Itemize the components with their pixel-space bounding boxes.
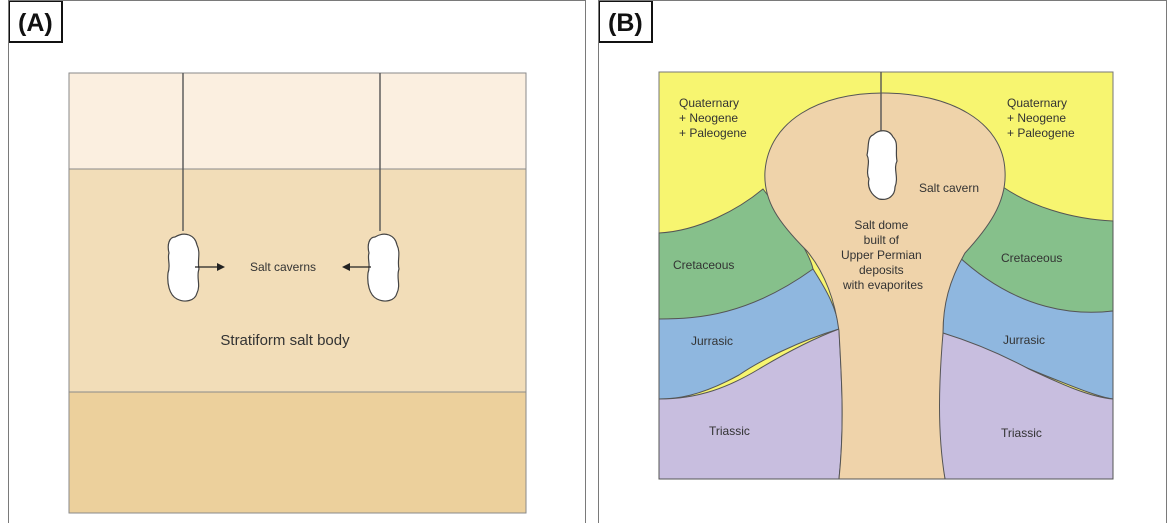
dome-label-line-1: Salt dome (854, 218, 908, 232)
triassic-left-label: Triassic (709, 424, 750, 438)
arrow-left-head (217, 263, 225, 271)
salt-dome-diagram: Salt cavern Salt dome built of Upper Per… (658, 71, 1114, 480)
jurassic-left-label: Jurrasic (691, 334, 733, 348)
dome-label-line-2: built of (864, 233, 900, 247)
dome-label: Salt dome built of Upper Permian deposit… (841, 218, 925, 292)
tertiary-left-label: Quaternary + Neogene + Paleogene (679, 96, 747, 140)
dome-label-line-4: deposits (859, 263, 904, 277)
panel-b-tag: (B) (599, 1, 653, 43)
overburden-layer (68, 72, 527, 170)
jurassic-right-label: Jurrasic (1003, 333, 1045, 347)
cavern-right (367, 233, 400, 302)
panel-a: Salt caverns Stratiform salt body (A) (8, 0, 586, 523)
tertiary-left-line-3: + Paleogene (679, 126, 747, 140)
cretaceous-right-label: Cretaceous (1001, 251, 1062, 265)
triassic-right-label: Triassic (1001, 426, 1042, 440)
panel-a-tag: (A) (9, 1, 63, 43)
tertiary-left-line-1: Quaternary (679, 96, 739, 110)
salt-caverns-label: Salt caverns (250, 260, 316, 274)
salt-layer (68, 168, 527, 393)
tertiary-right-line-1: Quaternary (1007, 96, 1067, 110)
tertiary-right-line-3: + Paleogene (1007, 126, 1075, 140)
stratiform-salt-body-label: Stratiform salt body (220, 332, 350, 349)
salt-dome (764, 92, 1006, 480)
salt-cavern (866, 130, 898, 200)
tertiary-right-line-2: + Neogene (1007, 111, 1066, 125)
tertiary-right-label: Quaternary + Neogene + Paleogene (1007, 96, 1075, 140)
dome-label-line-5: with evaporites (842, 278, 923, 292)
panel-b: Salt cavern Salt dome built of Upper Per… (598, 0, 1167, 523)
tertiary-left-line-2: + Neogene (679, 111, 738, 125)
cavern-left (167, 233, 200, 302)
salt-cavern-label: Salt cavern (919, 181, 979, 195)
arrow-right-head (342, 263, 350, 271)
cretaceous-left-label: Cretaceous (673, 258, 734, 272)
stratiform-salt-diagram: Salt caverns Stratiform salt body (68, 72, 527, 514)
base-layer (68, 391, 527, 514)
dome-label-line-3: Upper Permian (841, 248, 922, 262)
